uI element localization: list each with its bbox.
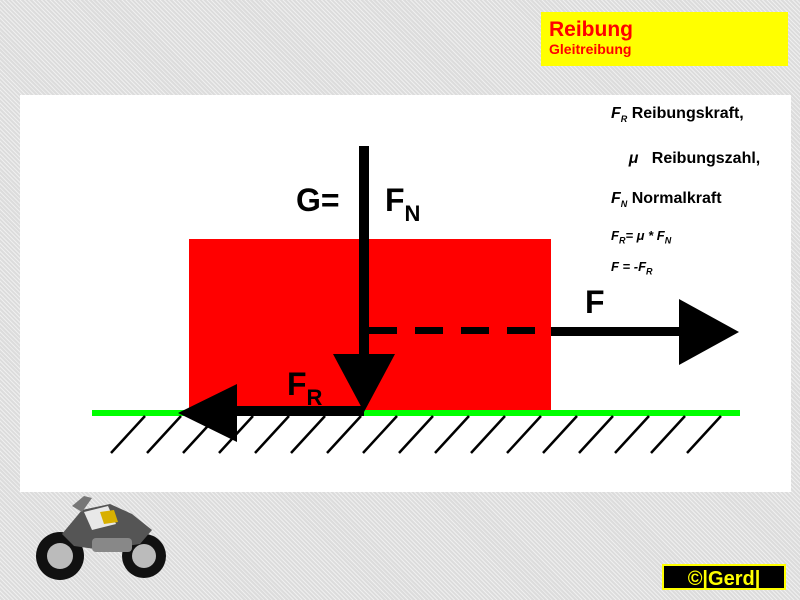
gravity-label: G= bbox=[296, 182, 340, 218]
normal-force-shaft bbox=[359, 146, 369, 356]
normal-force-arrowhead bbox=[333, 354, 395, 412]
friction-force-symbol: F bbox=[287, 366, 307, 402]
normal-force-subscript: N bbox=[404, 201, 421, 226]
legend-row-normal: FN Normalkraft bbox=[611, 190, 722, 210]
motorcycle-illustration bbox=[36, 496, 166, 580]
legend: FR Reibungskraft, μ Reibungszahl, FN Nor… bbox=[611, 104, 796, 277]
applied-force-arrowhead bbox=[679, 299, 739, 365]
friction-force-shaft bbox=[234, 406, 364, 416]
title-box: Reibung Gleitreibung bbox=[541, 12, 788, 66]
applied-force-label: F bbox=[585, 284, 605, 320]
normal-force-symbol: F bbox=[385, 182, 405, 218]
formula-friction: FR= μ * FN bbox=[611, 228, 672, 246]
friction-force-arrowhead bbox=[178, 384, 237, 442]
page-title: Reibung bbox=[549, 18, 633, 41]
ground-line bbox=[92, 410, 740, 416]
legend-row-friction: FR Reibungskraft, bbox=[611, 105, 744, 125]
friction-force-subscript: R bbox=[306, 385, 323, 410]
formula-equilibrium: F = -FR bbox=[611, 258, 653, 277]
friction-force-label: FR bbox=[287, 366, 322, 410]
copyright-logo: ©|Gerd| bbox=[662, 564, 786, 590]
legend-row-coefficient: μ Reibungszahl, bbox=[628, 150, 761, 168]
page-subtitle: Gleitreibung bbox=[549, 41, 632, 57]
action-line-dashed bbox=[369, 327, 535, 334]
ground-hatching bbox=[110, 415, 722, 454]
applied-force-shaft bbox=[551, 327, 681, 336]
normal-force-label: FN bbox=[385, 182, 420, 226]
